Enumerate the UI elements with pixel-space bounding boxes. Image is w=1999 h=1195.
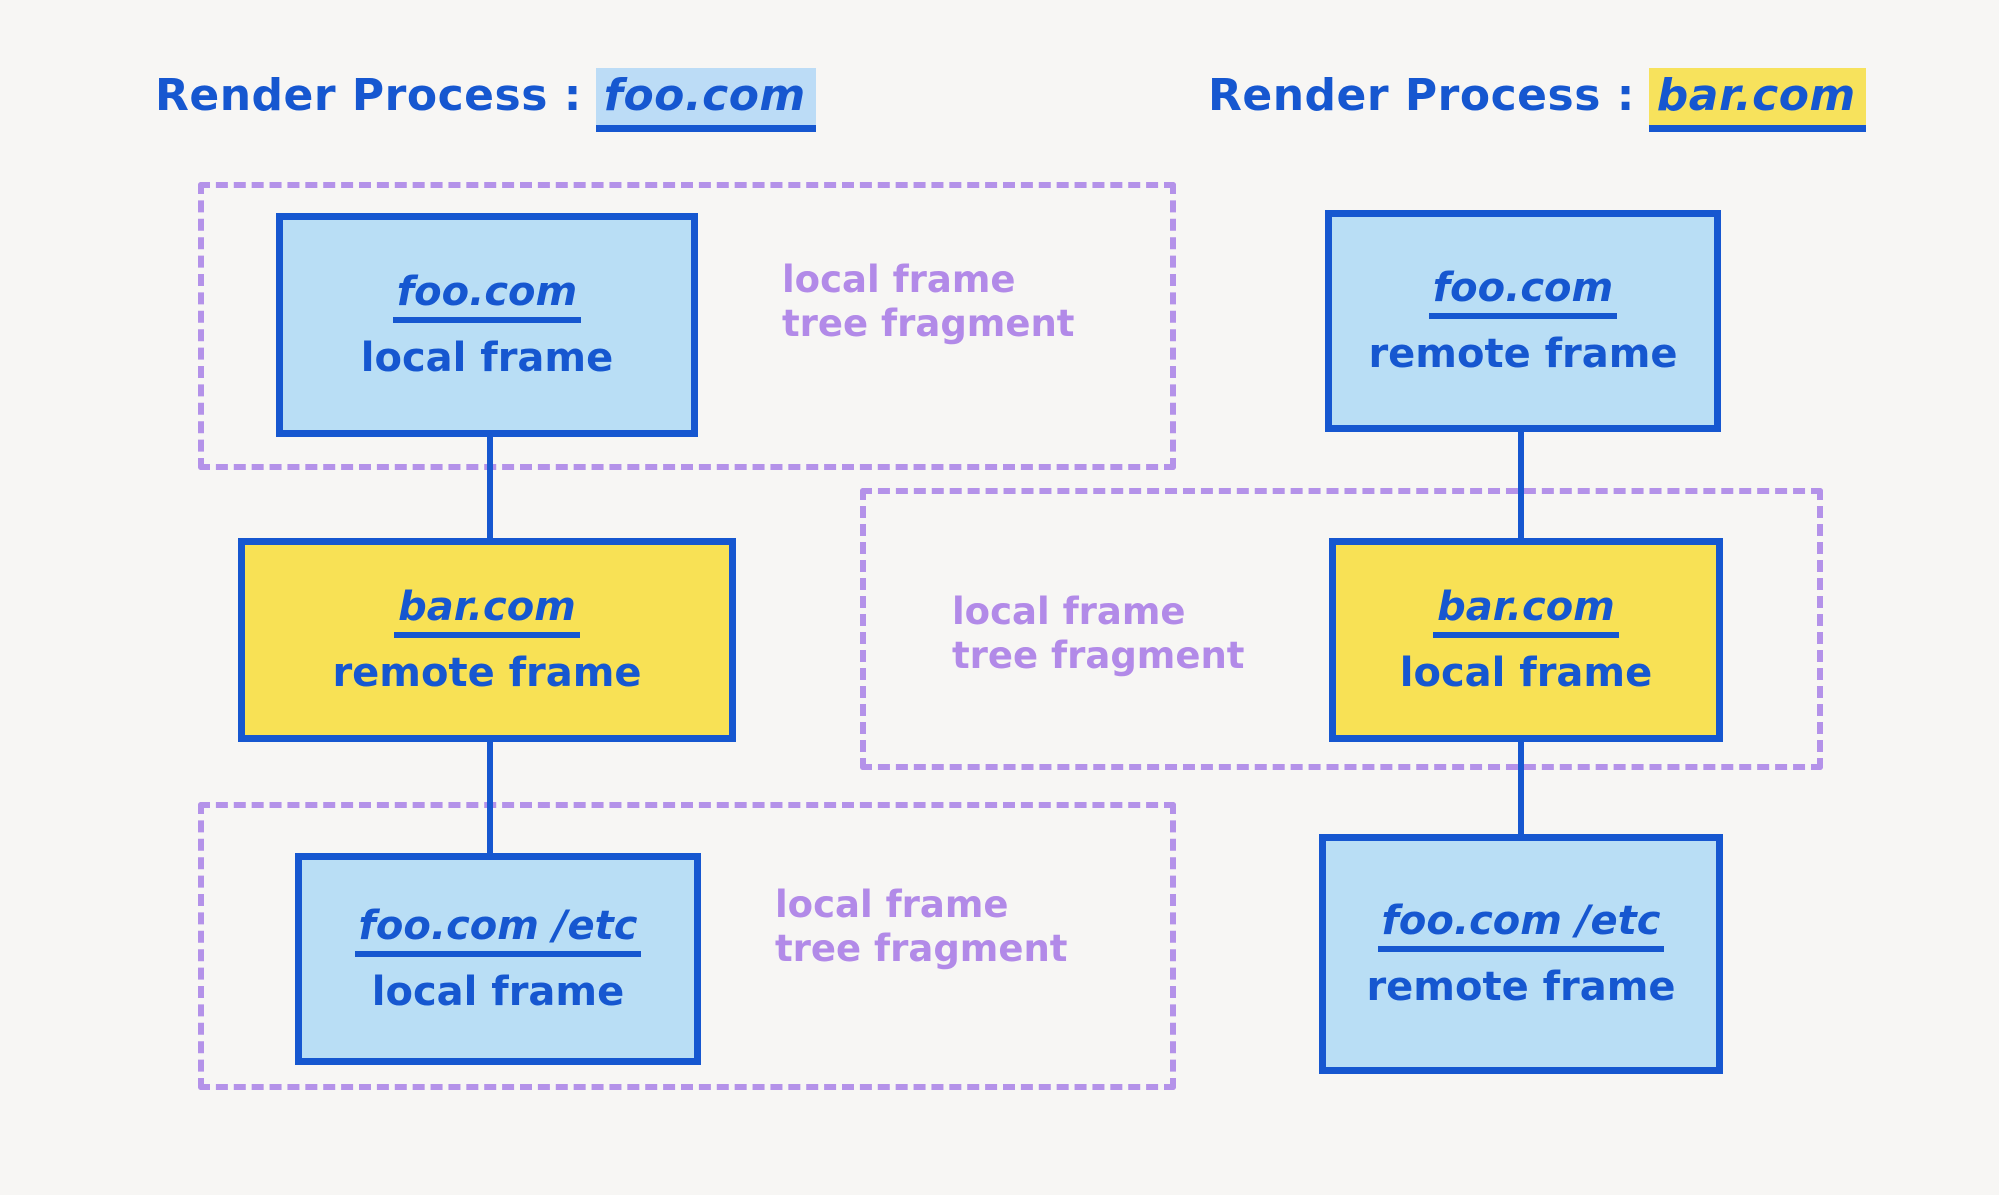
frame-kind-left-1: local frame bbox=[360, 335, 614, 381]
connector-right-1 bbox=[1518, 432, 1524, 542]
frame-kind-right-3: remote frame bbox=[1366, 964, 1676, 1010]
frame-url-right-2: bar.com bbox=[1433, 586, 1619, 638]
frame-kind-right-1: remote frame bbox=[1368, 331, 1678, 377]
frame-box-left-3[interactable]: foo.com /etc local frame bbox=[295, 853, 701, 1065]
process-title-foo: Render Process : foo.com bbox=[155, 68, 816, 132]
caption-fragment-left-top: local frame tree fragment bbox=[782, 258, 1075, 345]
frame-url-left-3: foo.com /etc bbox=[354, 905, 642, 957]
connector-right-2 bbox=[1518, 738, 1524, 856]
fragment-region-left-top bbox=[198, 182, 1176, 470]
frame-box-left-2[interactable]: bar.com remote frame bbox=[238, 538, 736, 742]
frame-box-right-1[interactable]: foo.com remote frame bbox=[1325, 210, 1721, 432]
frame-box-right-2[interactable]: bar.com local frame bbox=[1329, 538, 1723, 742]
caption-fragment-middle: local frame tree fragment bbox=[952, 590, 1245, 677]
fragment-region-right-middle bbox=[860, 488, 1823, 770]
frame-url-left-2: bar.com bbox=[394, 586, 580, 638]
fragment-region-left-bottom bbox=[198, 802, 1176, 1090]
process-title-lead-left: Render Process : bbox=[155, 70, 582, 121]
process-host-bar: bar.com bbox=[1648, 68, 1866, 132]
frame-box-right-3[interactable]: foo.com /etc remote frame bbox=[1319, 834, 1723, 1074]
connector-left-1 bbox=[487, 436, 493, 542]
frame-kind-left-3: local frame bbox=[371, 969, 625, 1015]
frame-url-right-3: foo.com /etc bbox=[1377, 900, 1665, 952]
process-host-foo: foo.com bbox=[595, 68, 816, 132]
connector-left-2 bbox=[487, 738, 493, 856]
frame-kind-right-2: local frame bbox=[1399, 650, 1653, 696]
frame-url-left-1: foo.com bbox=[392, 271, 582, 323]
frame-kind-left-2: remote frame bbox=[332, 650, 642, 696]
process-title-lead-right: Render Process : bbox=[1208, 70, 1635, 121]
caption-fragment-left-bottom: local frame tree fragment bbox=[775, 883, 1068, 970]
frame-box-left-1[interactable]: foo.com local frame bbox=[276, 213, 698, 437]
frame-url-right-1: foo.com bbox=[1428, 267, 1618, 319]
process-title-bar: Render Process : bar.com bbox=[1208, 68, 1866, 132]
